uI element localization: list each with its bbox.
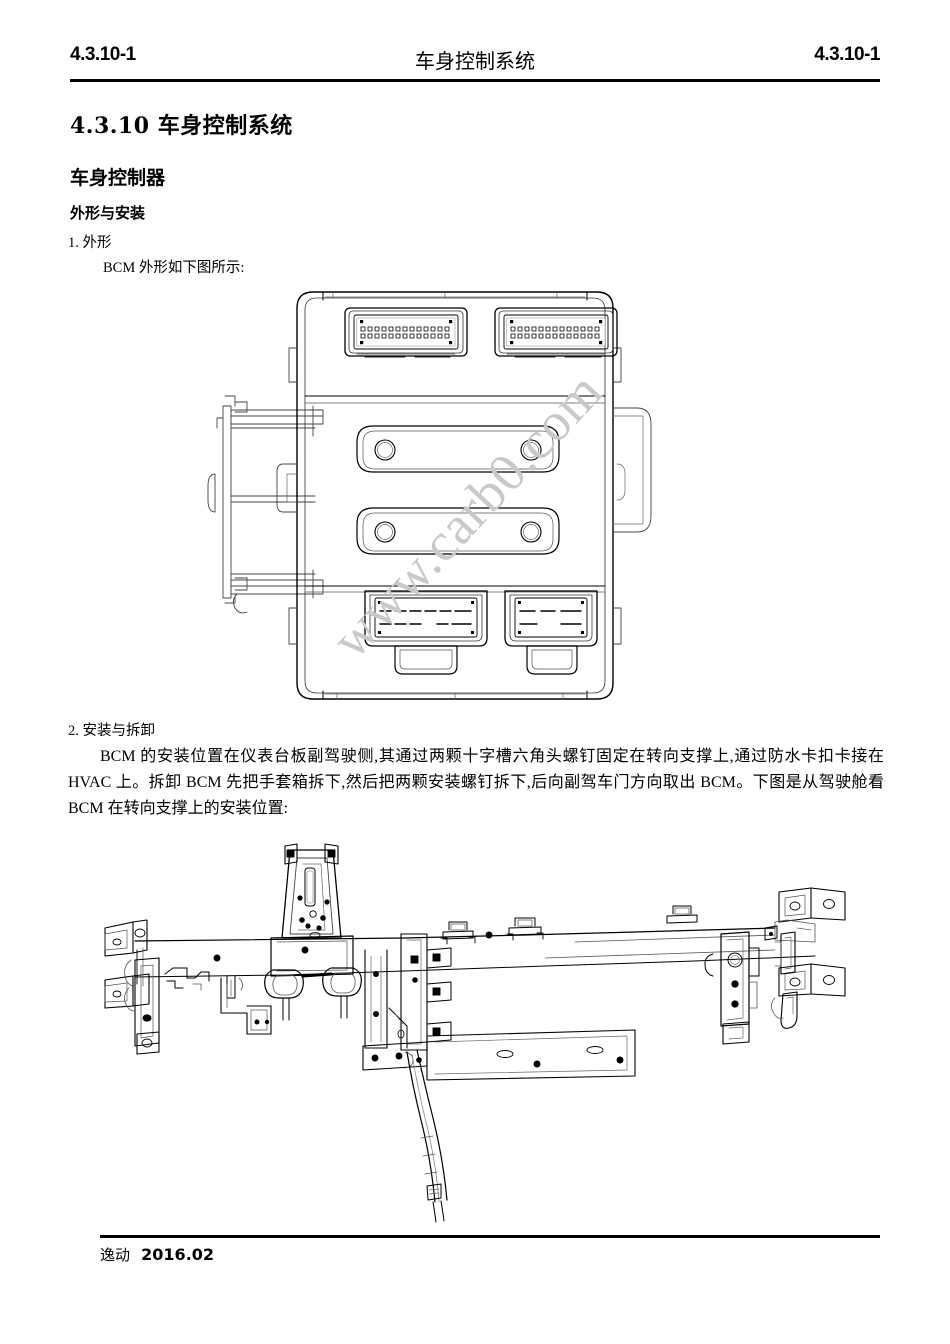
footer-model: 逸动 [100,1246,131,1264]
footer-rule [100,1235,880,1238]
connector-bottom-left [364,590,488,675]
mounting-slot-upper [356,425,560,473]
beam-bracket-right-inner [704,931,760,1045]
list-item-1-label: 1. 外形 [68,235,112,251]
list-item-2-label: 2. 安装与拆卸 [68,723,155,739]
header-code-right: 4.3.10-1 [814,44,880,65]
beam-bracket-mid-left [213,954,272,1035]
steering-column-support [264,843,362,1021]
figure-bcm-outline [205,278,705,713]
list-item-1-text: BCM 外形如下图所示: [103,260,245,276]
body-paragraph-text: BCM 的安装位置在仪表台板副驾驶侧,其通过两颗十字槽六角头螺钉固定在转向支撑上… [68,748,884,817]
subsection-heading: 车身控制器 [70,167,166,189]
connector-bottom-right [504,590,598,675]
header-code-left: 4.3.10-1 [70,44,136,65]
center-console-bracket [362,933,636,1081]
beam-clip-right [440,905,698,945]
beam-bracket-left [104,919,160,1055]
beam-clip-left [164,967,243,999]
connector-top-left [344,307,468,358]
section-heading: 4.3.10 车身控制系统 [70,113,293,139]
page-header: 4.3.10-1 车身控制系统 4.3.10-1 [70,44,880,78]
page-footer: 逸动 2016.02 [100,1244,214,1265]
header-title: 车身控制系统 [415,49,535,73]
header-rule [70,79,880,82]
steering-column-shaft [406,1049,448,1223]
body-paragraph: BCM 的安装位置在仪表台板副驾驶侧,其通过两颗十字槽六角头螺钉固定在转向支撑上… [68,744,884,822]
figure-cross-car-beam [75,838,885,1223]
mounting-slot-lower [356,507,560,555]
subsection-heading-2: 外形与安装 [70,204,146,222]
connector-top-right [494,307,618,358]
beam-bracket-right [764,887,846,1029]
footer-date: 2016.02 [141,1245,215,1264]
